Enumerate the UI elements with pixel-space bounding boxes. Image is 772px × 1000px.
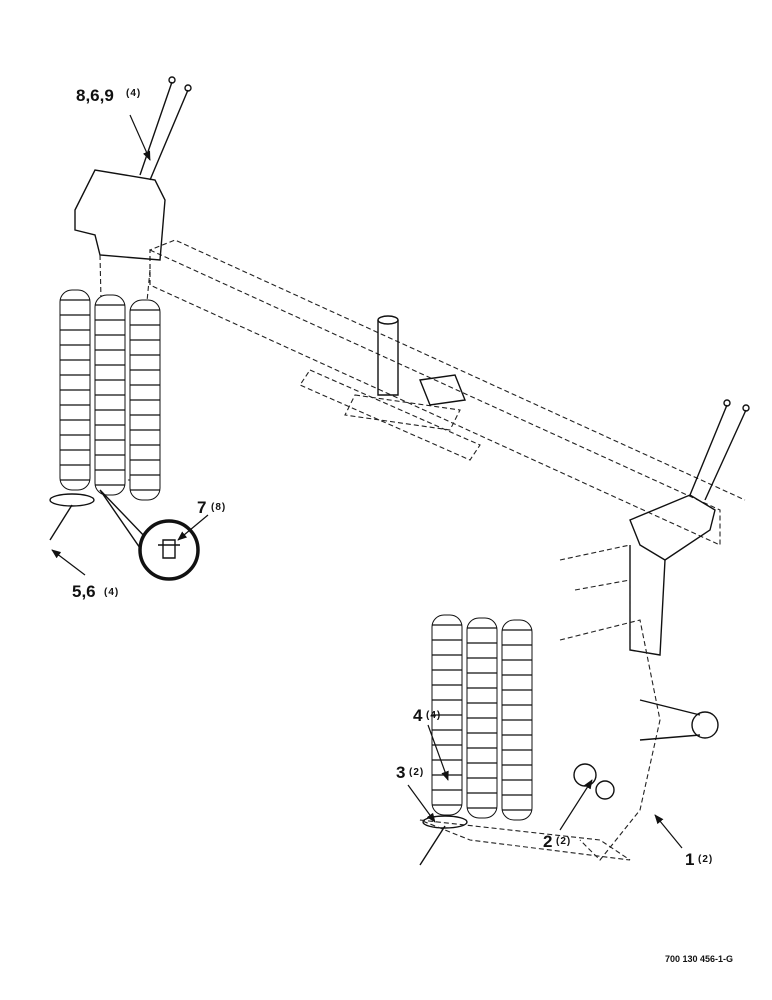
callout-qty: (4)	[104, 587, 119, 598]
leader-lines	[51, 114, 683, 849]
left-spring-assembly	[49, 289, 161, 541]
figure-code: 700 130 456-1-G	[665, 954, 733, 964]
frame-beam	[149, 239, 746, 546]
right-top-bolts	[689, 399, 750, 501]
right-spring-washer	[422, 815, 468, 829]
detail-circle	[99, 489, 200, 581]
callout-1: 1 (2)	[685, 850, 713, 869]
right-mount-bracket	[559, 494, 716, 656]
callout-number: 7	[197, 498, 206, 517]
callout-4: 4 (4)	[413, 706, 441, 725]
callout-number: 3	[396, 763, 405, 782]
callout-number: 1	[685, 850, 694, 869]
left-spring-bolt	[49, 504, 73, 541]
callout-2: 2 (2)	[543, 832, 571, 851]
right-spring-assembly	[419, 614, 631, 866]
callout-qty: (2)	[698, 854, 713, 865]
left-top-bolts	[139, 76, 192, 181]
center-post	[344, 315, 466, 431]
callout-7: 7 (8)	[197, 498, 226, 517]
callout-qty: (4)	[426, 710, 441, 721]
callout-qty: (8)	[211, 502, 226, 513]
lower-linkage	[559, 619, 719, 861]
left-spring-washer	[49, 493, 95, 507]
callout-3: 3 (2)	[396, 763, 424, 782]
right-spring-bolt	[419, 825, 446, 866]
callout-8-6-9: 8,6,9 (4)	[76, 86, 141, 105]
callout-number: 2	[543, 832, 552, 851]
callout-number: 5,6	[72, 582, 96, 601]
callout-qty: (2)	[409, 767, 424, 778]
callout-qty: (4)	[126, 88, 141, 99]
callout-qty: (2)	[556, 836, 571, 847]
callout-5-6: 5,6 (4)	[72, 582, 119, 601]
right-springs	[431, 614, 533, 821]
callout-number: 8,6,9	[76, 86, 114, 105]
callout-number: 4	[413, 706, 423, 725]
left-springs	[59, 289, 161, 501]
